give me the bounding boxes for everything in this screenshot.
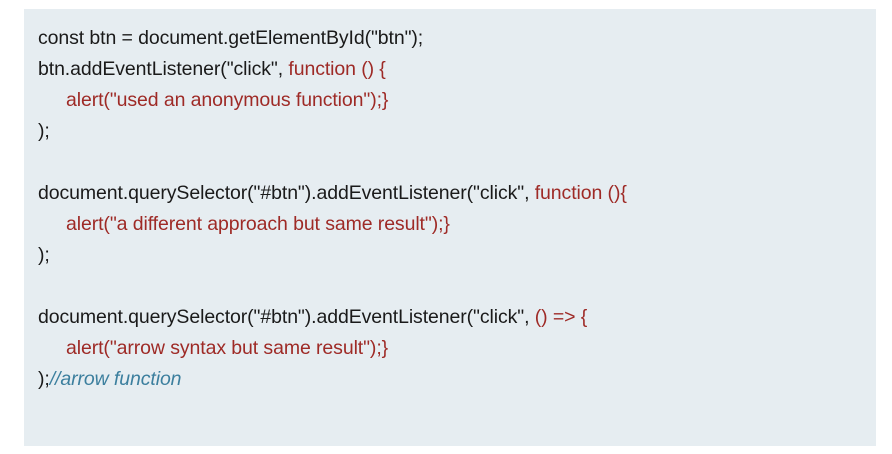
code-line: const btn = document.getElementById("btn… xyxy=(38,23,876,54)
code-line: ); xyxy=(38,116,876,147)
code-blank-line xyxy=(38,271,876,302)
code-token-function-keyword: function () { xyxy=(288,58,386,80)
code-token-string: alert("arrow syntax but same result");} xyxy=(66,337,389,359)
code-line: alert("arrow syntax but same result");} xyxy=(38,333,876,364)
block-arrow-function: document.querySelector("#btn").addEventL… xyxy=(38,302,876,395)
code-token-plain: document.querySelector("#btn").addEventL… xyxy=(38,306,535,328)
code-line: document.querySelector("#btn").addEventL… xyxy=(38,302,876,333)
code-token-plain: btn.addEventListener("click", xyxy=(38,58,289,80)
code-line: alert("used an anonymous function");} xyxy=(38,85,876,116)
code-token-string: alert("used an anonymous function");} xyxy=(66,89,389,111)
code-token-plain: document.querySelector("#btn").addEventL… xyxy=(38,182,535,204)
block-anonymous-function: const btn = document.getElementById("btn… xyxy=(38,23,876,147)
code-token-function-keyword: function (){ xyxy=(534,182,627,204)
code-token-plain: ); xyxy=(38,368,50,390)
code-snippet-panel: const btn = document.getElementById("btn… xyxy=(24,9,876,446)
code-token-plain: const btn = document.getElementById("btn… xyxy=(38,27,424,49)
code-token-string: alert("a different approach but same res… xyxy=(66,213,450,235)
code-line: document.querySelector("#btn").addEventL… xyxy=(38,178,876,209)
code-token-plain: ); xyxy=(38,120,50,142)
code-token-plain: ); xyxy=(38,244,50,266)
code-token-comment: //arrow function xyxy=(49,368,182,390)
code-line: alert("a different approach but same res… xyxy=(38,209,876,240)
code-line: btn.addEventListener("click", function (… xyxy=(38,54,876,85)
block-queryselector-function: document.querySelector("#btn").addEventL… xyxy=(38,178,876,271)
code-line: );//arrow function xyxy=(38,364,876,395)
code-token-function-keyword: () => { xyxy=(534,306,588,328)
code-blank-line xyxy=(38,147,876,178)
code-line: ); xyxy=(38,240,876,271)
